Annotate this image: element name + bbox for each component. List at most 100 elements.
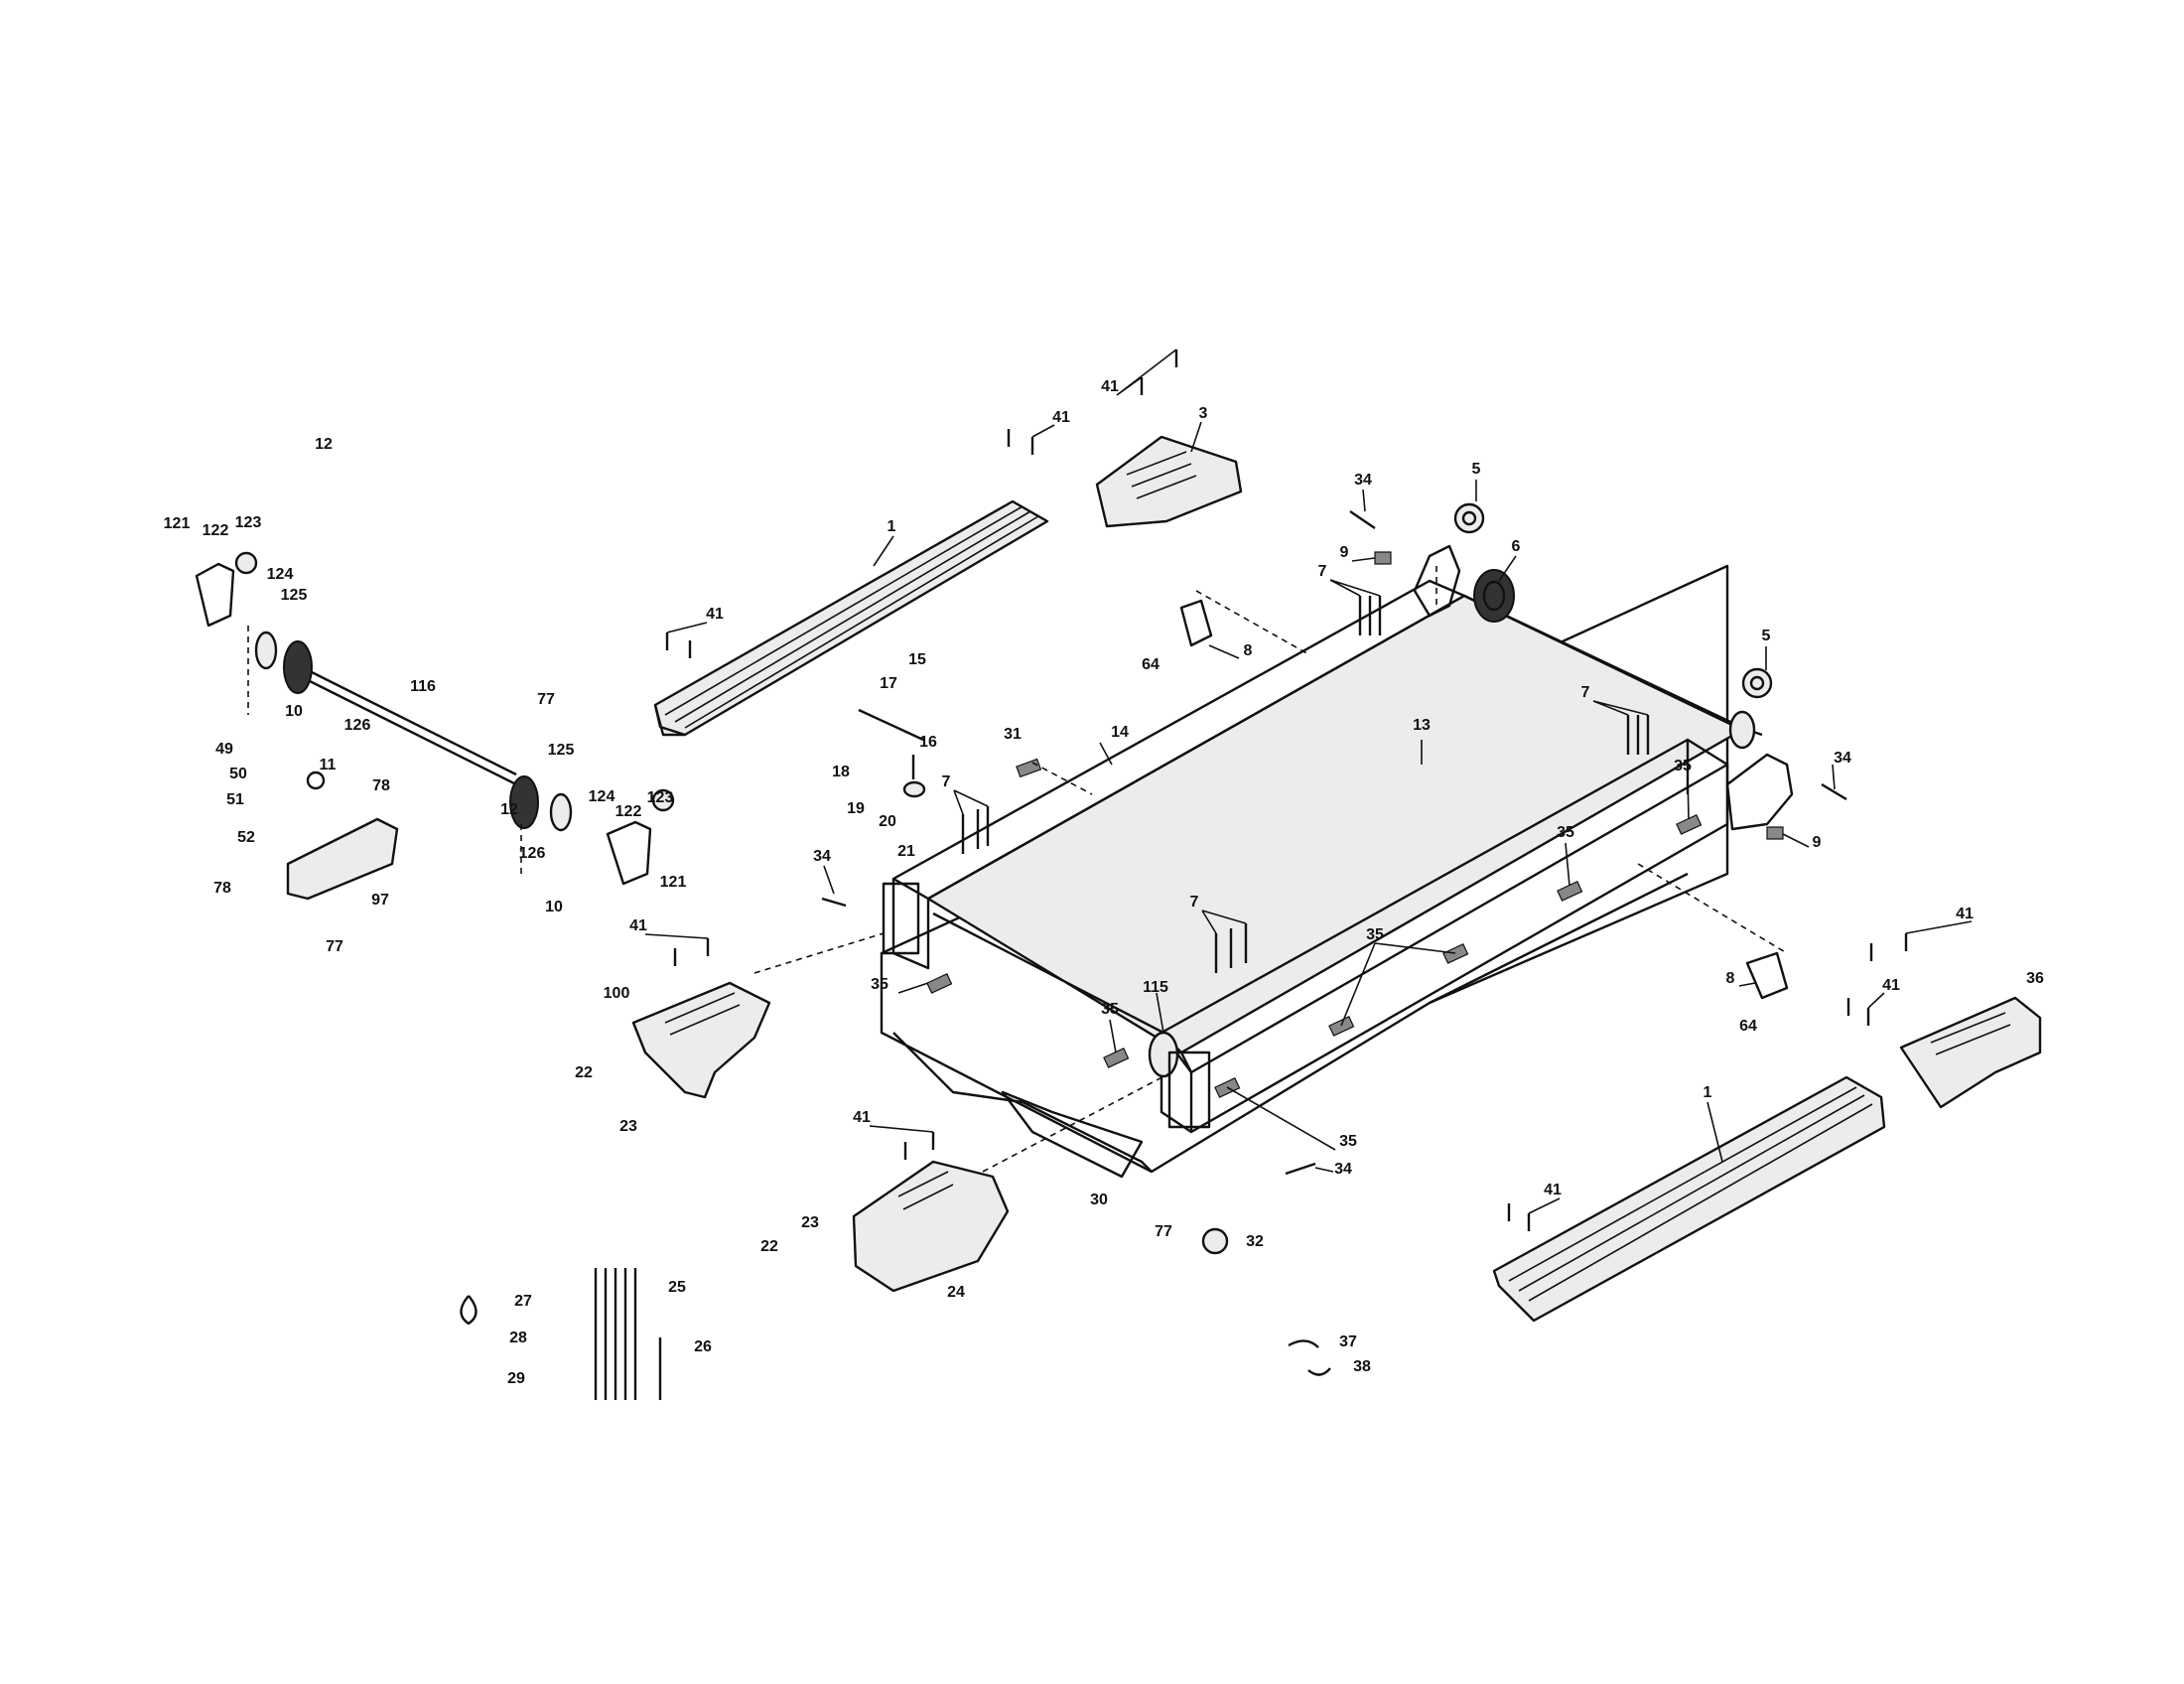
- callout-label: 123: [647, 789, 674, 806]
- callout-label: 41: [629, 917, 647, 934]
- callout-label: 8: [1244, 642, 1253, 659]
- callout-label: 121: [164, 515, 191, 532]
- callout-label: 124: [267, 566, 294, 583]
- leveler-97: [286, 817, 399, 901]
- callout-label: 35: [871, 976, 888, 993]
- callout-label: 7: [1581, 684, 1590, 701]
- callout-label: 100: [604, 985, 630, 1002]
- callout-label: 5: [1472, 461, 1481, 478]
- motor-hood-underside: [1001, 1090, 1144, 1179]
- rear-bracket-right: [1725, 753, 1794, 831]
- callout-label: 41: [1956, 906, 1974, 922]
- callout-label: 21: [897, 843, 915, 860]
- callout-label: 41: [853, 1109, 871, 1126]
- flywheel: [1473, 569, 1515, 623]
- walking-belt-deck: [880, 564, 1763, 1179]
- clip-37-38: [1288, 1339, 1331, 1376]
- wheel-32: [1201, 1227, 1229, 1255]
- callout-label: 77: [1155, 1223, 1172, 1240]
- callout-label: 28: [509, 1330, 527, 1346]
- bearing-5-top: [1453, 502, 1485, 534]
- bracket-122-left: [195, 562, 235, 628]
- callout-label: 32: [1246, 1233, 1264, 1250]
- callout-label: 1: [887, 518, 896, 535]
- callout-label: 18: [832, 764, 850, 780]
- callout-labels: 1135567777889910101112121314151617181920…: [164, 378, 2044, 1387]
- callout-label: 35: [1339, 1133, 1357, 1150]
- axle-116: [297, 673, 517, 786]
- callout-label: 38: [1353, 1358, 1371, 1375]
- callout-label: 8: [1726, 970, 1735, 987]
- callout-label: 12: [315, 436, 333, 453]
- callout-label: 26: [694, 1338, 712, 1355]
- callout-label: 30: [1090, 1192, 1108, 1208]
- callout-label: 10: [285, 703, 303, 720]
- callout-label: 123: [235, 514, 262, 531]
- callout-label: 125: [548, 742, 575, 759]
- callout-label: 64: [1739, 1018, 1757, 1035]
- callout-label: 6: [1512, 538, 1521, 555]
- callout-label: 5: [1762, 628, 1771, 644]
- rod-17: [858, 708, 924, 742]
- callout-label: 7: [1190, 894, 1199, 911]
- wheel-12-right: [509, 775, 539, 829]
- callout-label: 97: [371, 892, 389, 909]
- pad-9-top: [1374, 551, 1392, 565]
- hardware: [460, 350, 1908, 1400]
- spacer-125-left: [254, 631, 278, 670]
- callout-label: 41: [706, 606, 724, 623]
- callout-label: 115: [1143, 979, 1168, 996]
- callout-label: 19: [847, 800, 865, 817]
- callout-label: 124: [589, 788, 615, 805]
- callout-label: 22: [760, 1238, 778, 1255]
- callout-label: 41: [1101, 378, 1119, 395]
- callout-label: 35: [1101, 1001, 1119, 1018]
- end-cap-36: [1899, 996, 2042, 1109]
- callout-label: 34: [1834, 750, 1851, 767]
- bracket-8-top: [1179, 599, 1213, 647]
- callout-label: 34: [1354, 472, 1372, 489]
- callout-label: 23: [619, 1118, 637, 1135]
- callout-label: 31: [1004, 726, 1022, 743]
- callout-label: 9: [1340, 544, 1349, 561]
- callout-label: 116: [410, 678, 436, 695]
- callout-label: 27: [514, 1293, 532, 1310]
- callout-label: 41: [1544, 1182, 1562, 1198]
- spacer-123-right: [651, 788, 675, 812]
- foot-rail-right: [1492, 1075, 1886, 1323]
- callout-label: 125: [281, 587, 308, 604]
- rear-pulley-assembly: [1374, 502, 1794, 840]
- front-bracket-left: [882, 882, 920, 955]
- wheel-12-left: [283, 640, 313, 694]
- bracket-122-right: [606, 820, 652, 886]
- callout-label: 25: [668, 1279, 686, 1296]
- spacer-123-left: [234, 551, 258, 575]
- front-cover-100: [631, 981, 771, 1099]
- callout-label: 50: [229, 766, 247, 782]
- callout-label: 10: [545, 899, 563, 915]
- bracket-8-right: [1745, 951, 1789, 1000]
- walking-belt: [926, 594, 1744, 1054]
- callout-label: 1: [1704, 1084, 1712, 1101]
- callout-label: 78: [372, 777, 390, 794]
- front-roller-end: [1148, 1031, 1179, 1078]
- callout-label: 7: [942, 773, 951, 790]
- callout-label: 34: [813, 848, 831, 865]
- tie-27: [460, 1295, 478, 1326]
- callout-label: 15: [908, 651, 926, 668]
- callout-label: 35: [1557, 824, 1574, 841]
- rear-bracket-left: [1413, 544, 1461, 618]
- foot-rail-left: [653, 499, 1049, 737]
- callout-label: 9: [1813, 834, 1822, 851]
- callout-label: 41: [1052, 409, 1070, 426]
- assembly-lines: [247, 566, 1788, 1173]
- callout-label: 51: [226, 791, 244, 808]
- callout-label: 17: [880, 675, 897, 692]
- callout-label: 77: [326, 938, 343, 955]
- pad-9-right: [1766, 826, 1784, 840]
- callout-label: 7: [1318, 563, 1327, 580]
- callout-label: 29: [507, 1370, 525, 1387]
- callout-label: 122: [203, 522, 229, 539]
- callout-label: 126: [519, 845, 546, 862]
